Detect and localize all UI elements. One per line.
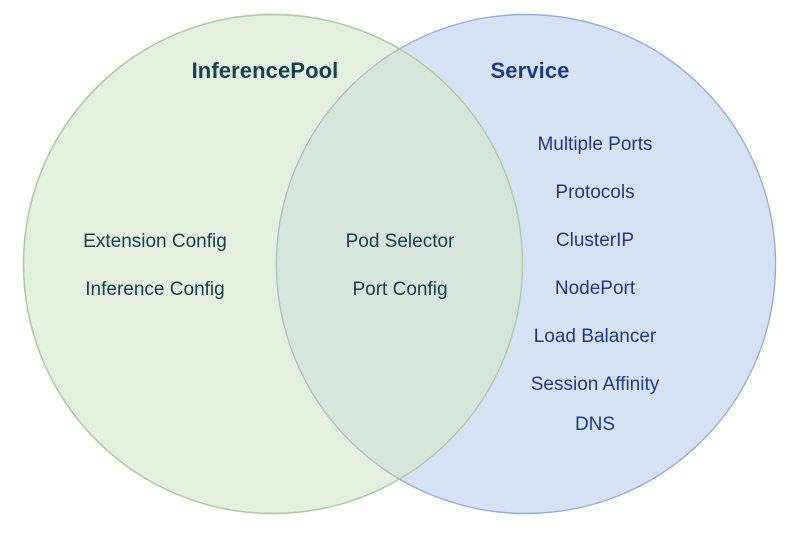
intersection-item-port-config: Port Config xyxy=(352,279,448,300)
service-item-dns: DNS xyxy=(574,414,616,435)
inferencepool-item-extension-config: Extension Config xyxy=(83,231,227,252)
service-item-clusterip: ClusterIP xyxy=(555,230,635,251)
service-title: Service xyxy=(490,58,570,83)
inferencepool-title: InferencePool xyxy=(191,58,339,83)
intersection-item-pod-selector: Pod Selector xyxy=(345,231,455,252)
service-item-load-balancer: Load Balancer xyxy=(533,326,657,347)
service-item-multiple-ports: Multiple Ports xyxy=(537,134,653,155)
service-item-protocols: Protocols xyxy=(555,182,635,203)
inferencepool-circle-outline xyxy=(22,13,524,515)
intersection-region xyxy=(275,14,523,514)
service-item-nodeport: NodePort xyxy=(554,278,636,299)
service-item-session-affinity: Session Affinity xyxy=(530,374,660,395)
inferencepool-item-inference-config: Inference Config xyxy=(85,279,225,300)
